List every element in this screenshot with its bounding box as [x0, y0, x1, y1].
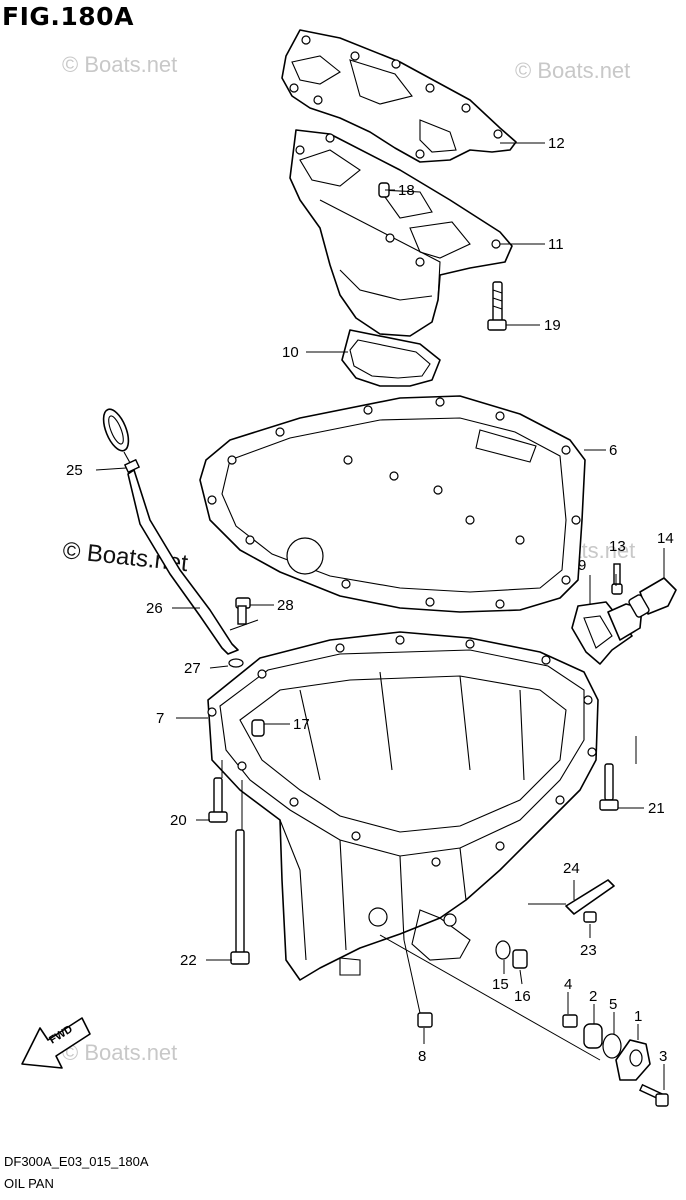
part-label-9: 9: [578, 557, 586, 574]
part-label-19: 19: [544, 317, 561, 334]
dipstick-25: [102, 408, 141, 474]
part-label-6: 6: [609, 442, 617, 459]
part-label-3: 3: [659, 1048, 667, 1065]
washer-15: [495, 940, 511, 960]
figure-title: FIG.180A: [2, 2, 134, 31]
part-label-26: 26: [146, 600, 163, 617]
bolt-28: [229, 597, 259, 631]
part-labels: 12 18 11 19 10 6 25 13 14 9 26 28 27 7 1…: [66, 135, 674, 1065]
bolt-23: [583, 911, 597, 923]
strainer-housing-11: [289, 129, 513, 337]
drain-plug-16: [512, 949, 528, 969]
gasket-10: [341, 329, 441, 387]
bolt-13: [611, 563, 623, 595]
o-ring-27: [228, 658, 244, 668]
gasket-12: [281, 29, 517, 163]
diagram-code: DF300A_E03_015_180A: [4, 1154, 149, 1169]
part-label-16: 16: [514, 988, 531, 1005]
part-label-21: 21: [648, 800, 665, 817]
part-label-14: 14: [657, 530, 674, 547]
oil-pan-7: [207, 631, 599, 981]
part-label-25: 25: [66, 462, 83, 479]
bolt-3: [639, 1083, 669, 1107]
housing-9: [571, 601, 643, 665]
bolt-19: [487, 281, 507, 331]
part-label-13: 13: [609, 538, 626, 555]
plug-4: [562, 1014, 578, 1028]
leader-lines: [95, 142, 665, 1090]
part-label-18: 18: [398, 182, 415, 199]
part-label-12: 12: [548, 135, 565, 152]
bracket-24: [565, 879, 615, 915]
watermark: © Boats.net: [515, 58, 630, 83]
watermark: © Boats.net: [62, 1040, 177, 1065]
part-label-17: 17: [293, 716, 310, 733]
part-label-5: 5: [609, 996, 617, 1013]
part-label-7: 7: [156, 710, 164, 727]
part-label-20: 20: [170, 812, 187, 829]
bolt-22: [230, 829, 250, 965]
part-label-23: 23: [580, 942, 597, 959]
part-label-28: 28: [277, 597, 294, 614]
pin-17: [251, 719, 265, 737]
part-label-10: 10: [282, 344, 299, 361]
cylinder-2: [583, 1023, 603, 1049]
part-label-11: 11: [548, 236, 564, 253]
plug-8: [417, 1012, 433, 1028]
watermark: © Boats.net: [62, 52, 177, 77]
part-label-1: 1: [634, 1008, 642, 1025]
part-label-15: 15: [492, 976, 509, 993]
part-label-2: 2: [589, 988, 597, 1005]
part-label-22: 22: [180, 952, 197, 969]
part-label-27: 27: [184, 660, 201, 677]
cover-1: [615, 1039, 651, 1081]
bolt-20: [208, 777, 228, 823]
bolt-21: [599, 763, 619, 811]
part-label-24: 24: [563, 860, 580, 877]
part-label-4: 4: [564, 976, 572, 993]
gasket-6: [199, 395, 586, 613]
diagram-name: OIL PAN: [4, 1176, 54, 1191]
part-label-8: 8: [418, 1048, 426, 1065]
forward-arrow-icon: FWD: [21, 1017, 91, 1069]
sensor-14: [628, 577, 677, 618]
dipstick-guide-26: [127, 469, 239, 655]
o-ring-5: [602, 1033, 622, 1059]
